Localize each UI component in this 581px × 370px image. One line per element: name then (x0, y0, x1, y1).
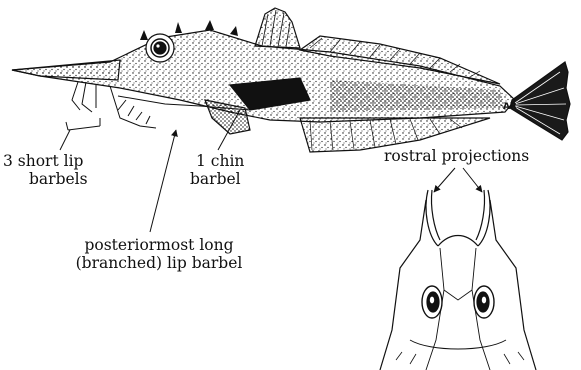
label-chin-barbel-line2: barbel (190, 170, 244, 188)
pointer-long-barbel (150, 130, 176, 232)
label-short-barbels-line1: 3 short lip (3, 152, 88, 170)
artist-signature: AR (503, 98, 517, 116)
label-long-barbel-line1: posteriormost long (64, 236, 254, 254)
rostrum (12, 60, 120, 80)
label-short-barbels: 3 short lip barbels (3, 152, 88, 188)
rostral-arrows (434, 168, 482, 192)
label-long-barbel-line2: (branched) lip barbel (64, 254, 254, 272)
label-chin-barbel: 1 chin barbel (190, 152, 244, 188)
first-dorsal-fin (255, 8, 300, 48)
fish-side-view (12, 8, 570, 152)
short-barbels-bracket (66, 118, 100, 130)
label-chin-barbel-line1: 1 chin (190, 152, 244, 170)
head-dorsal-view (380, 190, 536, 370)
head-outline (380, 200, 536, 370)
label-long-barbel: posteriormost long (branched) lip barbel (64, 236, 254, 272)
label-short-barbels-line2: barbels (3, 170, 88, 188)
tail-fin (510, 62, 570, 140)
pointer-short-barbels (60, 130, 70, 150)
fish-eye (146, 34, 174, 62)
label-rostral-projections: rostral projections (384, 147, 529, 165)
